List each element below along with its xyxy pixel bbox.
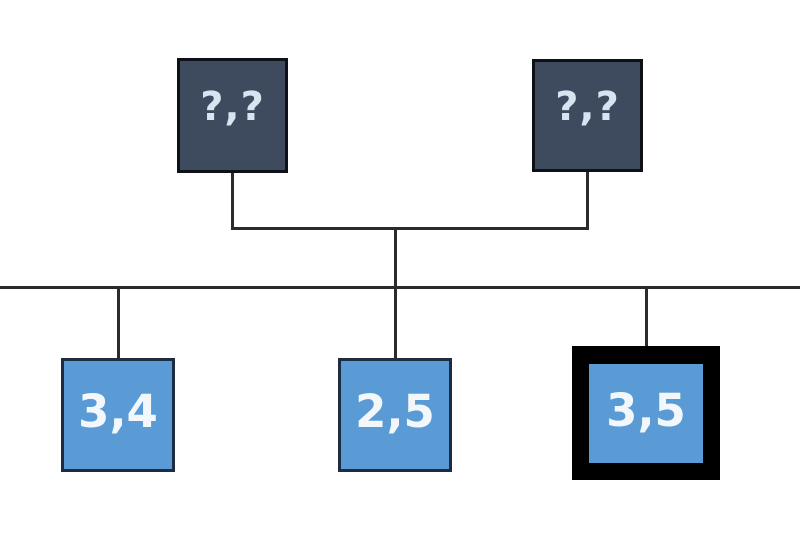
parent-node-2-label: ?,? <box>555 83 620 130</box>
child-node-1-label: 3,4 <box>78 384 158 438</box>
child-node-2-label: 2,5 <box>355 384 435 438</box>
parent-node-2: ?,? <box>532 59 643 172</box>
center-descent-line <box>394 227 397 358</box>
child-node-3-label: 3,5 <box>606 383 686 437</box>
parent-node-1-label: ?,? <box>200 83 265 130</box>
child-node-1: 3,4 <box>61 358 175 472</box>
child-node-2: 2,5 <box>338 358 452 472</box>
child-3-drop-line <box>645 286 648 346</box>
parent-2-drop-line <box>586 172 589 230</box>
parents-join-line <box>231 227 589 230</box>
child-node-3-highlight-frame: 3,5 <box>572 346 720 480</box>
parent-1-drop-line <box>231 173 234 230</box>
child-1-drop-line <box>117 286 120 358</box>
sibship-line <box>0 286 800 289</box>
parent-node-1: ?,? <box>177 58 288 173</box>
child-node-3: 3,5 <box>589 363 703 463</box>
